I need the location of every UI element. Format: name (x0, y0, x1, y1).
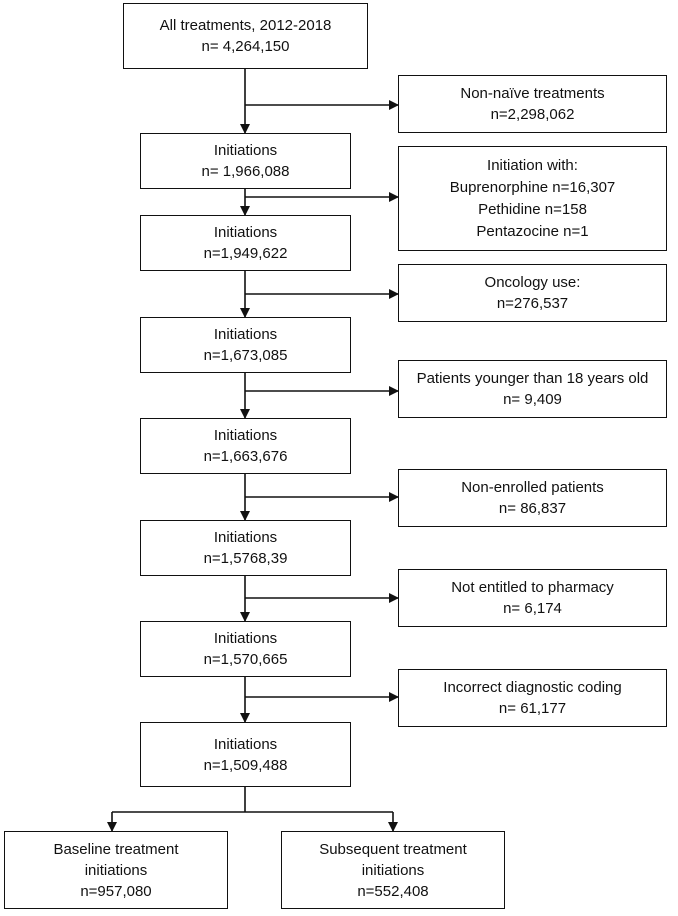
main-box-initiations-2: Initiations n=1,949,622 (140, 215, 351, 271)
exclusion-count: n= 86,837 (498, 500, 567, 517)
main-box-label: Initiations (213, 142, 278, 159)
exclusion-buprenorphine: Buprenorphine n=16,307 (449, 178, 616, 196)
main-box-count: n=1,663,676 (203, 448, 288, 465)
exclusion-box-not-entitled-pharmacy: Not entitled to pharmacy n= 6,174 (398, 569, 667, 627)
exclusion-count: n= 9,409 (503, 391, 562, 408)
main-box-initiations-7: Initiations n=1,509,488 (140, 722, 351, 787)
final-box-label-line2: initiations (84, 861, 148, 879)
main-box-label: Initiations (213, 427, 278, 444)
main-box-count: n= 1,966,088 (201, 163, 290, 180)
main-box-label: Initiations (213, 224, 278, 241)
final-box-label-line1: Baseline treatment (53, 840, 179, 858)
exclusion-box-non-enrolled: Non-enrolled patients n= 86,837 (398, 469, 667, 527)
main-box-count: n=1,673,085 (203, 347, 288, 364)
exclusion-pethidine: Pethidine n=158 (478, 200, 587, 218)
exclusion-pentazocine: Pentazocine n=1 (476, 222, 589, 240)
main-box-initiations-5: Initiations n=1,5768,39 (140, 520, 351, 576)
main-box-initiations-6: Initiations n=1,570,665 (140, 621, 351, 677)
main-box-label: Initiations (213, 326, 278, 343)
main-box-label: Initiations (213, 735, 278, 753)
exclusion-count: n= 61,177 (498, 700, 567, 717)
main-box-label: Initiations (213, 630, 278, 647)
exclusion-count: n= 6,174 (503, 600, 562, 617)
main-box-label: All treatments, 2012-2018 (159, 17, 332, 34)
exclusion-label: Incorrect diagnostic coding (443, 679, 622, 696)
main-box-initiations-4: Initiations n=1,663,676 (140, 418, 351, 474)
exclusion-box-incorrect-coding: Incorrect diagnostic coding n= 61,177 (398, 669, 667, 727)
exclusion-label: Patients younger than 18 years old (416, 370, 649, 387)
main-box-initiations-3: Initiations n=1,673,085 (140, 317, 351, 373)
main-box-count: n=1,570,665 (203, 651, 288, 668)
exclusion-box-oncology: Oncology use: n=276,537 (398, 264, 667, 322)
final-box-baseline: Baseline treatment initiations n=957,080 (4, 831, 228, 909)
exclusion-count: n=276,537 (496, 295, 569, 312)
exclusion-label: Not entitled to pharmacy (451, 579, 614, 596)
main-box-all-treatments: All treatments, 2012-2018 n= 4,264,150 (123, 3, 368, 69)
main-box-count: n=1,5768,39 (203, 550, 288, 567)
main-box-initiations-1: Initiations n= 1,966,088 (140, 133, 351, 189)
final-box-count: n=957,080 (80, 882, 152, 900)
exclusion-box-younger-than-18: Patients younger than 18 years old n= 9,… (398, 360, 667, 418)
exclusion-label: Non-enrolled patients (461, 479, 604, 496)
exclusion-box-non-naive: Non-naïve treatments n=2,298,062 (398, 75, 667, 133)
exclusion-label: Oncology use: (484, 274, 581, 291)
final-box-subsequent: Subsequent treatment initiations n=552,4… (281, 831, 505, 909)
main-box-count: n=1,509,488 (203, 756, 288, 774)
exclusion-count: n=2,298,062 (490, 106, 575, 123)
final-box-label-line1: Subsequent treatment (319, 840, 467, 858)
final-box-label-line2: initiations (361, 861, 425, 879)
exclusion-box-initiation-with: Initiation with: Buprenorphine n=16,307 … (398, 146, 667, 251)
main-box-label: Initiations (213, 529, 278, 546)
main-box-count: n=1,949,622 (203, 245, 288, 262)
final-box-count: n=552,408 (357, 882, 429, 900)
exclusion-label: Non-naïve treatments (460, 85, 605, 102)
main-box-count: n= 4,264,150 (201, 38, 290, 55)
exclusion-label: Initiation with: (487, 156, 578, 174)
